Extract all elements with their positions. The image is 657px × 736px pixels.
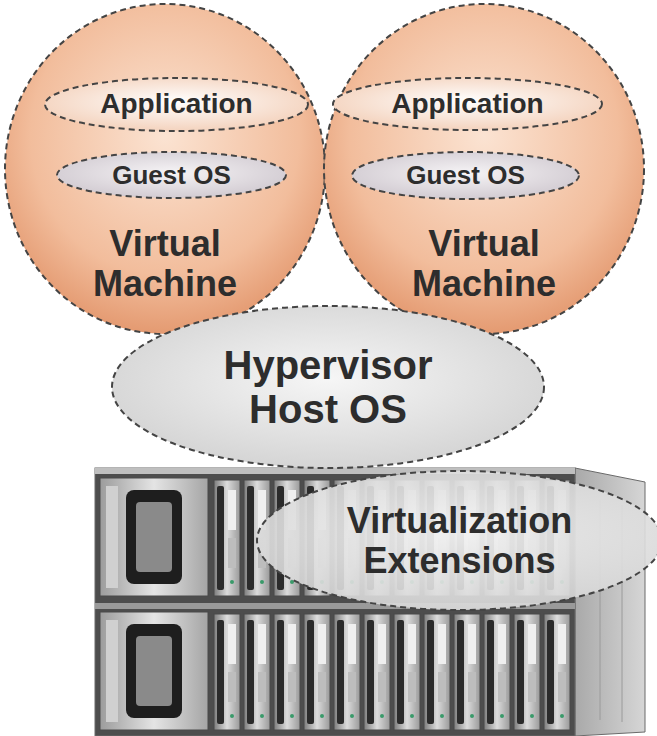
ellipse-outline [333, 78, 602, 130]
guest-os-ellipse: Guest OS [350, 150, 581, 201]
node-label: Hypervisor Host OS [193, 343, 463, 431]
virtual-machine-circle: Virtual Machine ApplicationGuest OS [3, 2, 327, 336]
guest-os-ellipse: Guest OS [55, 150, 288, 200]
application-ellipse: Application [331, 76, 604, 132]
ellipse-outline [45, 78, 308, 131]
application-ellipse: Application [43, 76, 310, 133]
ellipse-outline [352, 152, 579, 199]
virtualization-extensions-ellipse: Virtualization Extensions [255, 469, 657, 612]
node-label: Virtual Machine [379, 224, 589, 303]
ellipse-outline [57, 152, 286, 198]
ellipse-outline [257, 471, 657, 610]
node-label: Guest OS [406, 161, 524, 190]
node-label: Application [100, 89, 252, 120]
node-label: Application [391, 89, 543, 120]
node-label: Virtualization Extensions [330, 501, 590, 580]
hypervisor-ellipse: Hypervisor Host OS [110, 304, 546, 470]
ellipse-outline [5, 4, 325, 334]
node-label: Virtual Machine [60, 224, 270, 303]
ellipse-outline [112, 306, 544, 468]
virtual-machine-circle: Virtual Machine ApplicationGuest OS [322, 2, 646, 336]
node-label: Guest OS [112, 161, 230, 190]
ellipse-outline [324, 4, 644, 334]
